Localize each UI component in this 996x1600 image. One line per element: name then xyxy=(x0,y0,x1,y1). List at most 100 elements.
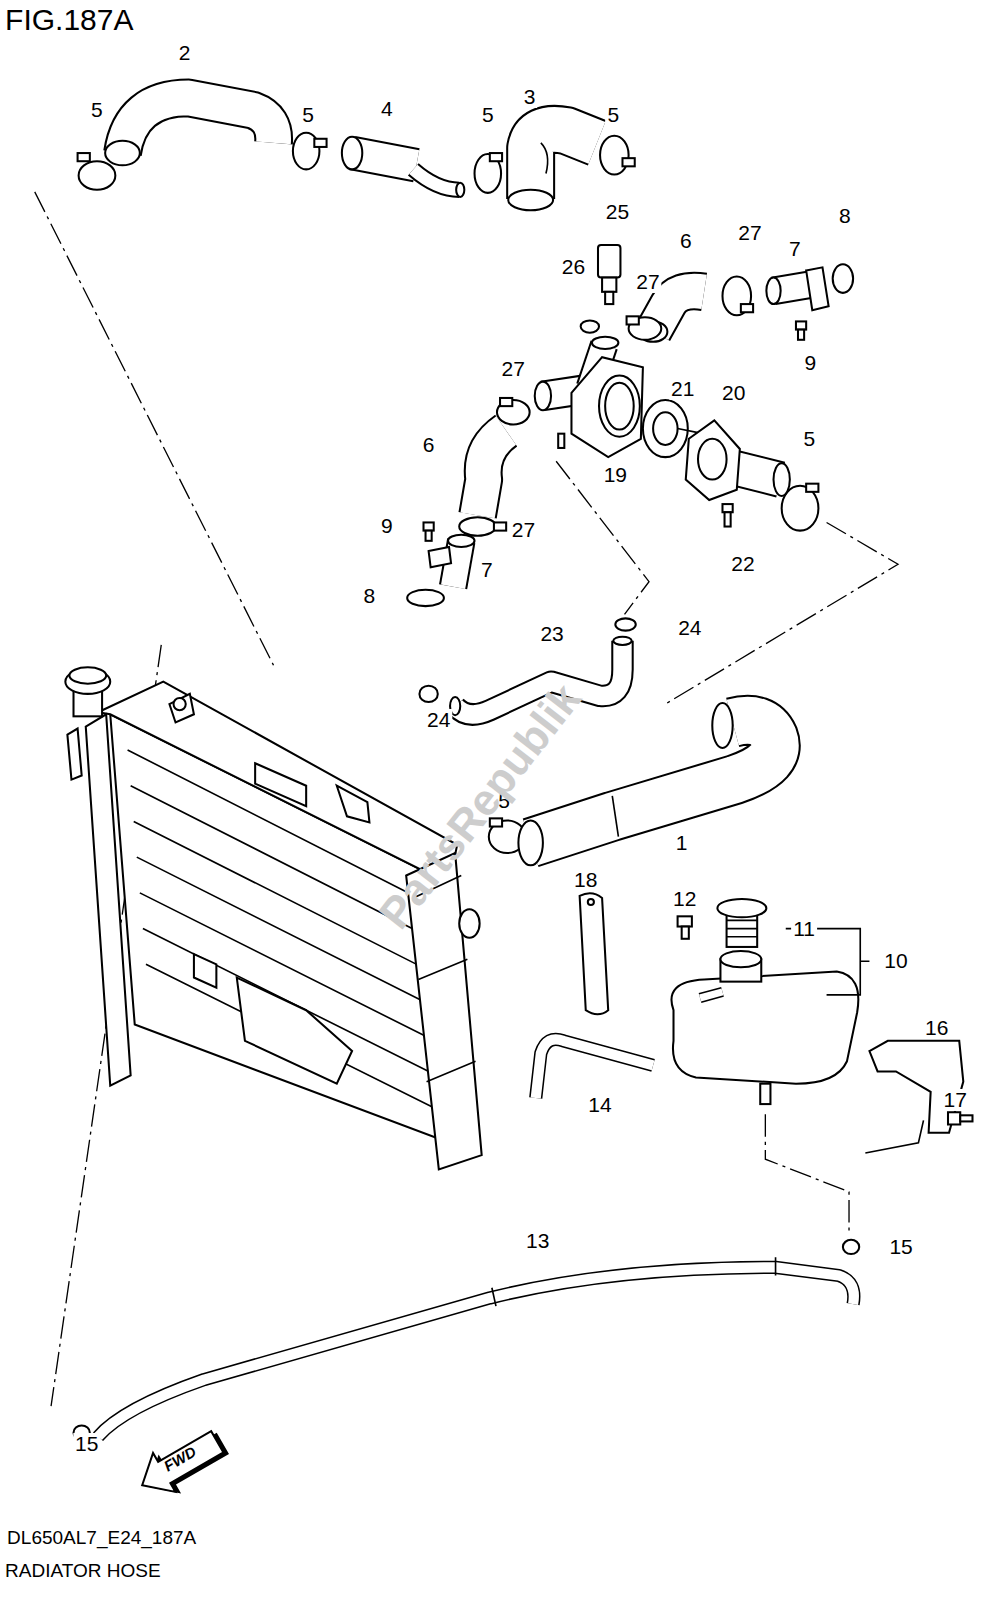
hose xyxy=(508,190,553,210)
reservoir-bracket xyxy=(960,1115,972,1121)
hose xyxy=(531,720,776,843)
thermostat-housing xyxy=(571,357,642,457)
temperature-sensor xyxy=(598,245,620,278)
hose-clamp xyxy=(419,618,635,702)
callout-number: 27 xyxy=(500,358,527,380)
water-outlet-fitting xyxy=(426,531,432,541)
thermostat-housing xyxy=(599,376,640,437)
water-outlet-fitting xyxy=(766,264,853,340)
hose xyxy=(98,1267,854,1436)
figure-title: FIG.187A xyxy=(5,4,133,36)
hose xyxy=(478,431,507,516)
water-outlet-fitting xyxy=(407,590,444,606)
callout-number: 25 xyxy=(604,201,631,223)
figure-caption: RADIATOR HOSE xyxy=(5,1561,161,1581)
callout-number: 5 xyxy=(480,104,496,126)
radiator xyxy=(174,698,186,710)
callout-number: 19 xyxy=(602,463,629,485)
callout-number: 23 xyxy=(538,623,565,645)
thermostat-cover xyxy=(686,420,740,500)
hose-clamp xyxy=(622,158,634,166)
hose xyxy=(536,1039,653,1098)
callout-number: 4 xyxy=(379,98,395,120)
callout-number: 7 xyxy=(787,238,803,260)
hose xyxy=(541,143,548,174)
leader-line xyxy=(765,1114,849,1232)
radiator xyxy=(169,694,193,723)
leader-line xyxy=(35,192,898,1406)
hose-clamp xyxy=(78,153,90,161)
leader-line xyxy=(556,461,649,614)
thermostat xyxy=(653,412,677,445)
reservoir-tank xyxy=(700,992,722,998)
reservoir-bracket xyxy=(869,1041,963,1133)
thermostat-cover xyxy=(686,420,790,500)
hose xyxy=(98,1267,854,1436)
drawing-code: DL650AL7_E24_187A xyxy=(5,1528,198,1548)
forward-arrow xyxy=(131,1420,234,1508)
hose-clamp xyxy=(490,153,502,161)
hose-clamp xyxy=(494,522,506,530)
water-outlet-fitting xyxy=(833,264,853,293)
callout-number: 11 xyxy=(791,918,817,940)
radiator xyxy=(98,682,457,884)
temperature-sensor xyxy=(605,292,613,304)
pipe xyxy=(413,169,459,189)
hose xyxy=(518,820,542,865)
water-outlet-fitting xyxy=(448,535,475,547)
hose-clamp xyxy=(615,618,635,630)
radiator xyxy=(459,909,479,938)
bolt xyxy=(722,504,732,526)
hose-clamp xyxy=(78,133,819,853)
hose xyxy=(105,141,140,165)
temperature-sensor xyxy=(581,320,599,332)
callout-number: 27 xyxy=(510,519,537,541)
bolt xyxy=(722,504,732,512)
pipe xyxy=(342,137,464,197)
hose xyxy=(105,98,274,165)
reservoir-cap xyxy=(717,899,766,917)
reservoir-bracket xyxy=(865,1120,923,1153)
strap xyxy=(580,893,609,1014)
hose-clamp xyxy=(741,304,753,312)
callout-number: 8 xyxy=(837,205,853,227)
callout-number: 1 xyxy=(674,832,690,854)
hose xyxy=(531,720,776,843)
reservoir-cap xyxy=(717,899,766,947)
hose xyxy=(612,796,618,837)
water-outlet-fitting xyxy=(424,522,434,530)
callout-number: 9 xyxy=(802,352,818,374)
hose xyxy=(531,129,597,199)
hose xyxy=(478,431,507,516)
callout-number: 8 xyxy=(362,585,378,607)
reservoir-bracket xyxy=(865,1041,972,1153)
reservoir-tank xyxy=(720,951,761,967)
thermostat xyxy=(678,429,698,433)
callout-number: 10 xyxy=(882,950,909,972)
hose-clamp xyxy=(74,1240,860,1440)
hose xyxy=(536,1039,653,1098)
watermark: PartsRepublik xyxy=(370,675,589,937)
radiator xyxy=(67,729,81,780)
hose-clamp xyxy=(627,316,639,324)
callout-number: 17 xyxy=(941,1089,968,1111)
callout-number: 16 xyxy=(923,1017,950,1039)
reservoir-tank xyxy=(671,951,858,1104)
hose xyxy=(122,98,273,153)
hose xyxy=(98,1257,854,1437)
callout-number: 12 xyxy=(671,888,698,910)
callout-number: 18 xyxy=(572,869,599,891)
radiator xyxy=(194,954,216,988)
forward-arrow xyxy=(131,1422,229,1504)
radiator xyxy=(237,978,352,1084)
callout-number: 20 xyxy=(720,382,747,404)
callout-number: 5 xyxy=(300,104,316,126)
water-outlet-fitting xyxy=(407,522,474,606)
hose xyxy=(531,129,597,199)
radiator xyxy=(337,786,370,823)
callout-number: 7 xyxy=(479,559,495,581)
reservoir-bracket xyxy=(948,1112,960,1124)
callout-number: 21 xyxy=(669,378,696,400)
callout-number: 13 xyxy=(524,1230,551,1252)
